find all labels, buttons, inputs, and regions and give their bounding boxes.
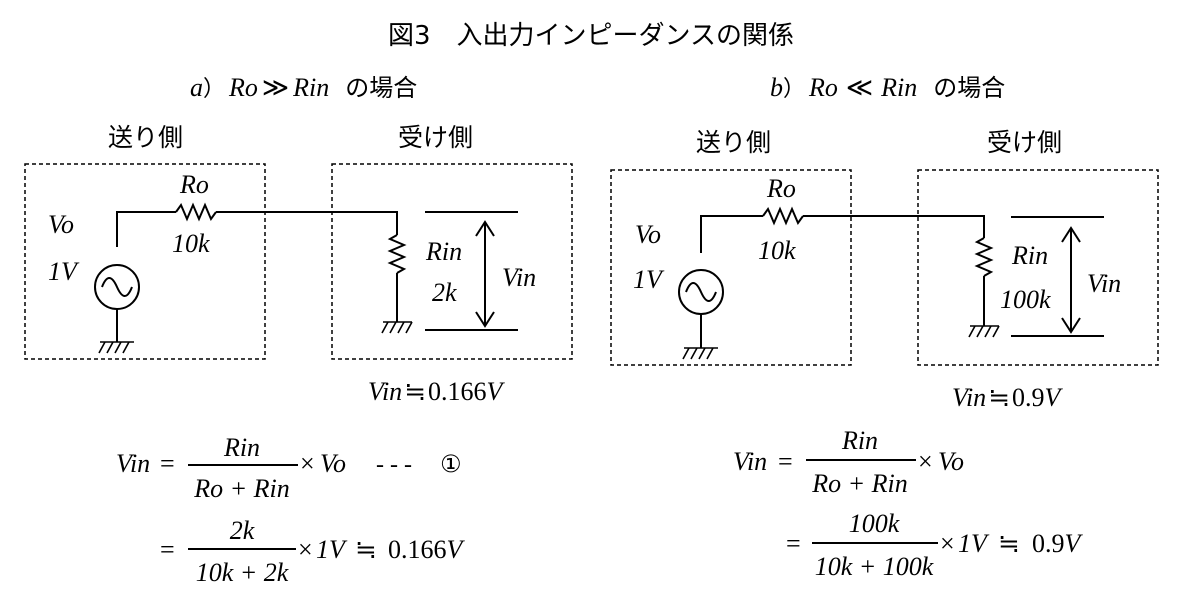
svg-text:0.166V: 0.166V [388,535,466,564]
svg-text:≒: ≒ [998,529,1020,558]
svg-text:1V: 1V [958,529,990,558]
panel-b-vin-label: Vin [1087,269,1121,298]
svg-text:10k + 2k: 10k + 2k [196,558,289,587]
svg-text:Vin: Vin [733,447,767,476]
panel-a-equation-1: Vin = Rin Ro + Rin × Vo - - - ① [116,433,462,503]
panel-a-equation-2: = 2k 10k + 2k × 1V ≒ 0.166V [160,516,466,587]
panel-b-equation-1: Vin = Rin Ro + Rin × Vo [733,426,964,498]
svg-text:×: × [940,529,955,558]
panel-b-sine-icon [685,282,717,302]
panel-b-source-ground-icon [682,347,718,360]
svg-text:Vo: Vo [938,447,964,476]
panel-b-rin-label: Rin [1011,241,1048,270]
panel-b-rin-resistor [974,237,994,277]
panel-b-source-value: 1V [633,265,665,294]
panel-a-ro-value: 10k [172,229,210,258]
svg-text:×: × [298,535,313,564]
panel-a-rin-value: 2k [432,278,457,307]
panel-a-ro-resistor [175,202,217,222]
panel-b-result: Vin≒0.9V [952,383,1064,412]
panel-a-rin-resistor [387,234,407,274]
svg-text:=: = [786,529,801,558]
svg-text:×: × [918,447,933,476]
panel-a-vin-arrow-heads [475,220,495,328]
svg-text:10k + 100k: 10k + 100k [815,552,934,581]
panel-b-receiver-ground-icon [968,325,1000,338]
panel-a-receiver-ground-icon [381,321,413,334]
panel-a-source-label: Vo [48,210,74,239]
panel-b-output-wire [803,215,985,238]
svg-text:Vo: Vo [320,449,346,478]
panel-a-sender-box [24,163,266,360]
panel-b-ro-resistor [762,206,804,226]
panel-a-source-ground-icon [98,341,134,354]
svg-text:=: = [778,447,793,476]
panel-b-equation-2: = 100k 10k + 100k × 1V ≒ 0.9V [786,509,1084,581]
panel-a-sender-label: 送り側 [108,123,183,152]
svg-text:×: × [300,449,315,478]
svg-text:100k: 100k [849,509,900,538]
figure-title: 図3 入出力インピーダンスの関係 [388,21,794,51]
panel-b-rin-value: 100k [1000,285,1051,314]
panel-a-result: Vin≒0.166V [368,377,506,406]
panel-b-source-wire [700,215,763,253]
panel-b-receiver-box [917,169,1159,366]
svg-text:Ro + Rin: Ro + Rin [811,469,908,498]
svg-text:≒: ≒ [355,535,377,564]
svg-text:Vin: Vin [116,449,150,478]
svg-text:①: ① [440,450,462,478]
svg-text:Rin: Rin [841,426,878,455]
panel-a-rin-label: Rin [425,237,462,266]
svg-text:- - -: - - - [376,452,412,478]
panel-a-source-value: 1V [48,257,80,286]
svg-text:=: = [160,535,175,564]
panel-b-vin-arrow-heads [1061,226,1081,334]
svg-text:=: = [160,449,175,478]
panel-a-receiver-label: 受け側 [398,123,473,152]
panel-a-vin-label: Vin [502,263,536,292]
svg-text:Ro + Rin: Ro + Rin [193,474,290,503]
panel-a-output-wire [216,211,398,235]
svg-text:1V: 1V [316,535,348,564]
panel-b-sender-label: 送り側 [696,128,771,157]
panel-a-ro-label: Ro [179,170,209,199]
panel-b-receiver-label: 受け側 [987,128,1062,157]
panel-a-source-wire [116,211,176,247]
panel-a-vin-rails [425,211,518,331]
panel-b-sender-box [610,169,852,366]
panel-a-receiver-box [331,163,573,360]
svg-text:0.9V: 0.9V [1032,529,1084,558]
svg-text:2k: 2k [230,516,255,545]
panel-b-ro-value: 10k [758,236,796,265]
panel-b-vin-rails [1011,216,1104,337]
panel-b-ro-label: Ro [766,174,796,203]
panel-b-source-label: Vo [635,220,661,249]
panel-a-sine-icon [101,277,133,297]
svg-text:Rin: Rin [223,433,260,462]
